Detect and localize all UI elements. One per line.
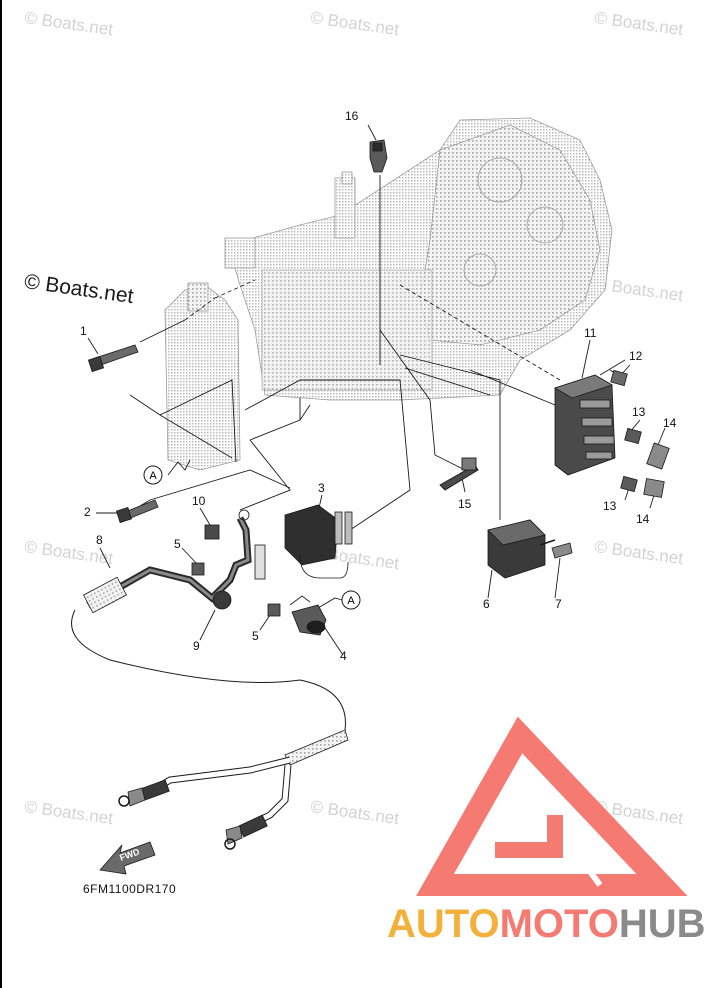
callout-9: 9	[193, 639, 200, 653]
callout-10: 10	[192, 494, 206, 508]
forward-arrow-icon: FWD	[99, 841, 156, 875]
callout-1: 1	[80, 324, 87, 338]
marker-a-1: A	[143, 465, 163, 485]
part-3-ignition-unit	[254, 504, 353, 580]
battery-cable	[118, 729, 349, 850]
marker-a-2: A	[341, 590, 361, 610]
callout-8: 8	[96, 533, 103, 547]
part-13-screw	[620, 427, 642, 493]
part-14-fitting	[643, 442, 670, 498]
brand-logo-text: AUTOMOTOHUB	[387, 902, 706, 947]
part-2-bolt	[115, 499, 159, 524]
callout-11: 11	[584, 326, 597, 340]
engine-block-ghost	[224, 117, 613, 401]
callout-2: 2	[84, 505, 91, 519]
part-10-screw	[204, 524, 220, 540]
marker-a-label: A	[149, 470, 157, 482]
callout-5: 5	[174, 537, 181, 551]
brand-part-hub: HUB	[618, 902, 706, 946]
part-1-bolt	[87, 344, 139, 373]
leader-lines	[87, 124, 666, 656]
callout-13: 13	[603, 499, 617, 513]
marker-a-label: A	[347, 595, 355, 607]
diagram-reference-code: 6FM1100DR170	[83, 882, 177, 896]
callout-4: 4	[340, 649, 347, 663]
callout-3: 3	[318, 481, 325, 495]
part-12-screw	[610, 369, 628, 387]
part-15-clip	[439, 457, 479, 491]
brand-part-moto: MOTO	[499, 902, 619, 946]
callout-14: 14	[663, 416, 677, 430]
brand-part-auto: AUTO	[387, 902, 500, 946]
part-8-cable-harness	[71, 509, 346, 746]
left-border-line	[0, 0, 2, 988]
part-7-screw	[551, 542, 573, 559]
callout-6: 6	[483, 597, 490, 611]
part-16	[369, 139, 388, 173]
callout-5: 5	[252, 629, 259, 643]
automotohub-logo-icon	[416, 716, 688, 896]
part-4-terminal	[289, 595, 327, 636]
callout-13: 13	[632, 405, 646, 419]
callout-15: 15	[458, 497, 472, 511]
ignition-coil-ghost	[164, 282, 241, 471]
part-11-terminal-block	[554, 374, 616, 476]
callout-14: 14	[636, 512, 650, 526]
callout-12: 12	[629, 349, 643, 363]
callout-16: 16	[345, 109, 359, 123]
part-5-nut	[191, 562, 281, 617]
callout-7: 7	[555, 597, 562, 611]
part-6-module	[487, 519, 556, 579]
